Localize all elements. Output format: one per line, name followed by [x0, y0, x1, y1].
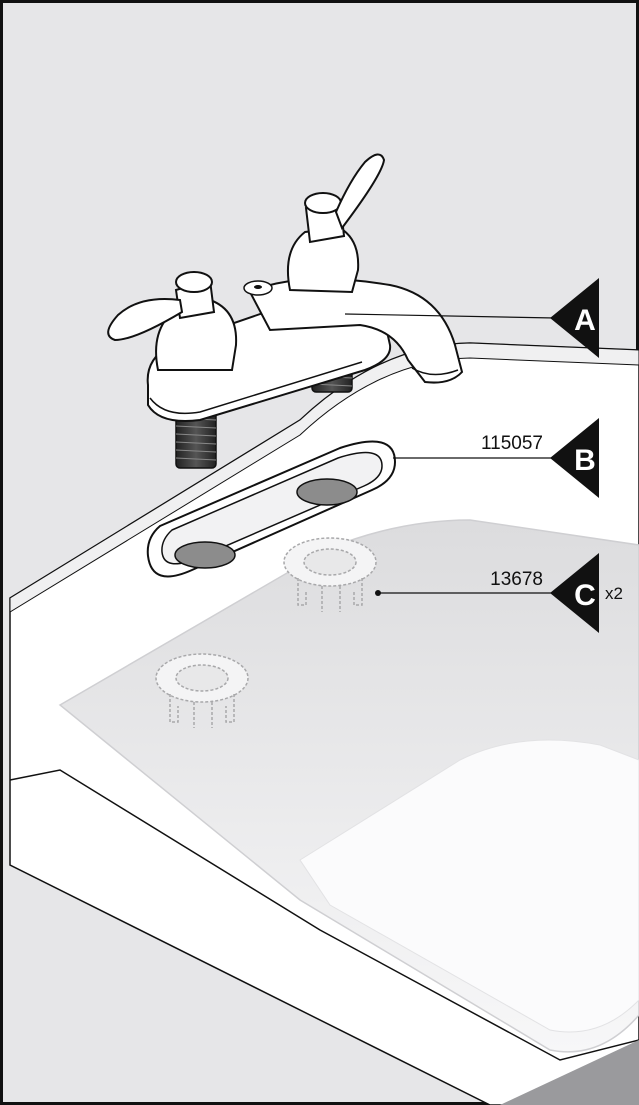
quantity-c: x2: [605, 584, 623, 603]
part-number-b: 115057: [481, 433, 543, 454]
callout-c-letter: C: [574, 579, 596, 612]
callout-a-letter: A: [574, 304, 596, 337]
callout-b-letter: B: [574, 444, 596, 477]
part-number-c: 13678: [490, 569, 543, 590]
